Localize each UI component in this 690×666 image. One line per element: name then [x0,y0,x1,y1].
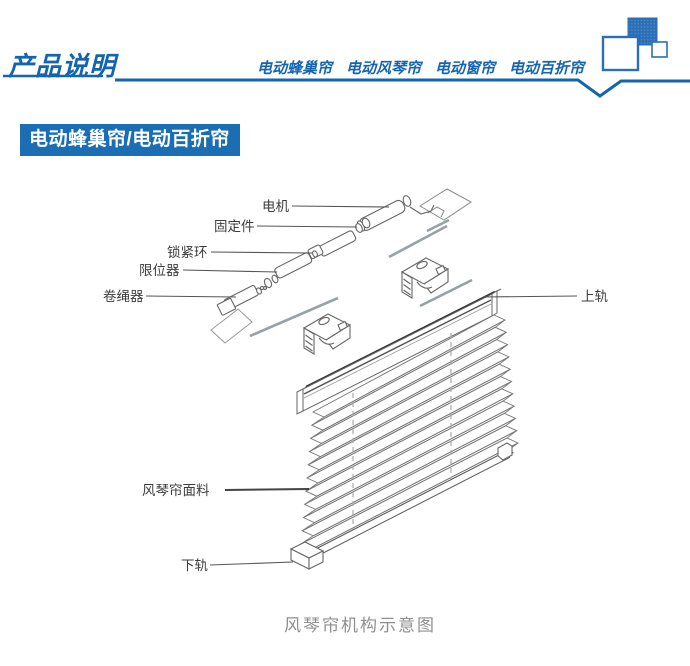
label-lock-ring: 锁紧环 [167,245,208,260]
top-rail-part [296,288,502,415]
fabric-pleats [299,314,520,558]
header-nav: 电动蜂巢帘 电动风琴帘 电动窗帘 电动百折帘 [257,57,584,78]
label-bottom-rail: 下轨 [181,558,208,573]
header-squares-decoration [601,17,668,72]
bottom-rail-part [289,442,515,570]
label-limiter: 限位器 [139,263,180,278]
label-motor: 电机 [262,199,289,214]
cord-rod [249,296,339,338]
limiter-part [259,252,313,291]
nav-item-accordion[interactable]: 电动风琴帘 [345,60,421,77]
page-title: 产品说明 [8,51,117,81]
outline-square-icon [601,35,640,72]
fixing-part [355,217,371,233]
section-title: 电动蜂巢帘/电动百折帘 [20,124,240,156]
nav-item-honeycomb[interactable]: 电动蜂巢帘 [256,60,332,77]
header-rule [3,74,690,98]
nav-item-pleated[interactable]: 电动百折帘 [508,60,584,77]
leader-lines [145,205,578,566]
mounting-bracket [302,313,352,355]
ceiling-plate [419,188,472,233]
cord-rod [388,224,448,259]
small-square-icon [651,41,668,58]
label-fixing: 固定件 [214,219,255,234]
diagram-caption: 风琴帘机构示意图 [284,616,436,635]
mounting-bracket [400,257,450,299]
label-top-rail: 上轨 [581,289,609,304]
lock-ring-part [307,230,357,260]
nav-item-curtain[interactable]: 电动窗帘 [434,60,495,77]
cord-rod [419,278,473,308]
cord-winder-part [210,284,267,344]
lift-cords [352,333,452,537]
label-cord-winder: 卷绳器 [103,289,144,304]
label-fabric: 风琴帘面料 [142,483,210,498]
